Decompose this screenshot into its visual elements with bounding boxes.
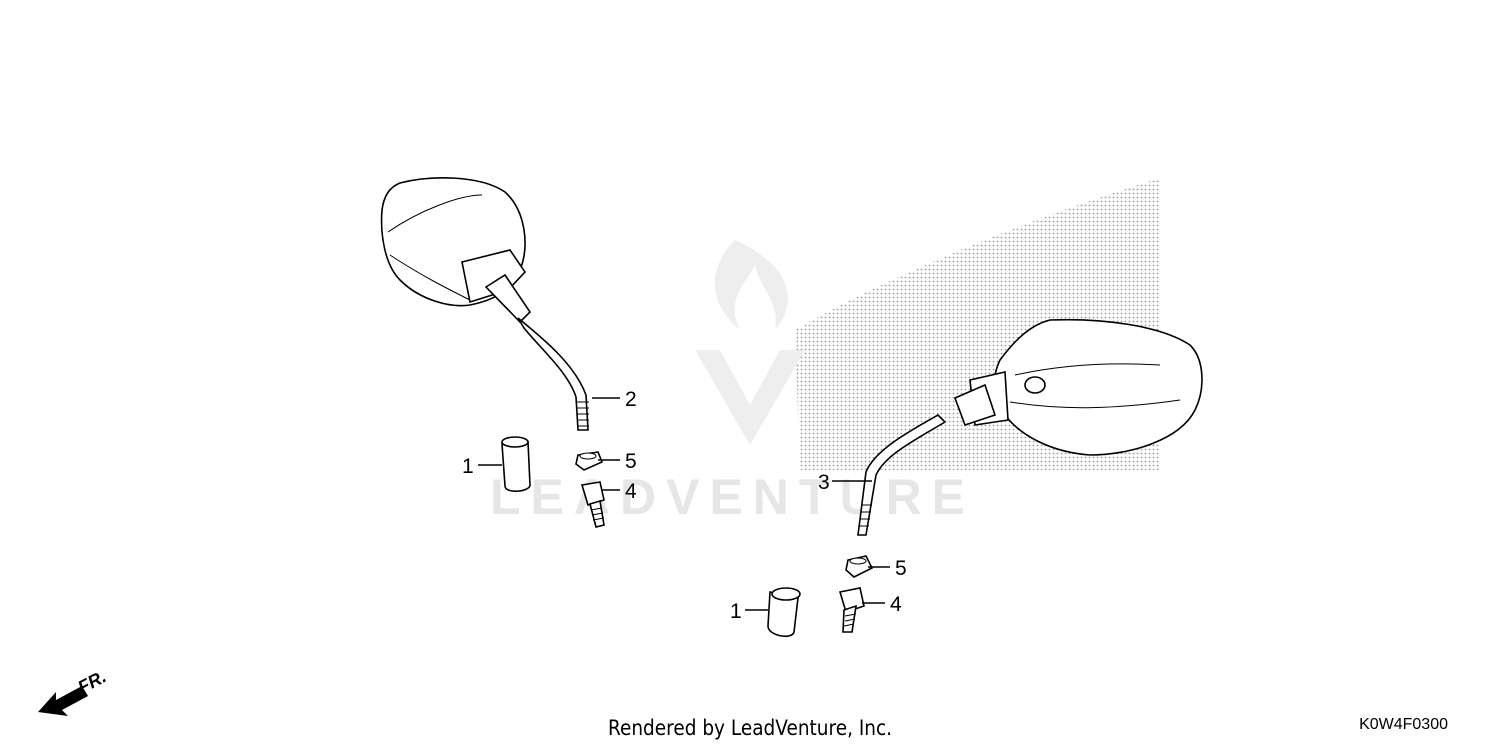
right-end-cap[interactable]: [767, 587, 801, 638]
right-nut[interactable]: [845, 555, 874, 578]
callout-4-left-bolt[interactable]: 4: [625, 480, 637, 503]
callout-2-left-mirror[interactable]: 2: [625, 388, 637, 411]
left-mirror[interactable]: [380, 177, 589, 431]
leadventure-watermark: LEADVENTURE: [490, 240, 975, 525]
callout-1-left-cap[interactable]: 1: [462, 455, 474, 478]
left-end-cap[interactable]: [501, 436, 531, 492]
callout-4-right-bolt[interactable]: 4: [890, 593, 902, 616]
footer-credit: Rendered by LeadVenture, Inc.: [607, 716, 893, 740]
callout-1-right-cap[interactable]: 1: [730, 600, 742, 623]
callout-3-right-mirror[interactable]: 3: [818, 471, 830, 494]
left-nut[interactable]: [575, 451, 604, 471]
callout-5-right-nut[interactable]: 5: [895, 557, 907, 580]
right-bolt[interactable]: [838, 587, 865, 633]
front-direction-arrow: FR.: [38, 666, 109, 716]
left-bolt[interactable]: [580, 481, 605, 528]
right-mirror[interactable]: [857, 318, 1203, 536]
watermark-text: LEADVENTURE: [490, 469, 975, 525]
callout-5-left-nut[interactable]: 5: [625, 450, 637, 473]
leader-lines: [478, 397, 890, 611]
diagram-code: K0W4F0300: [1359, 716, 1448, 733]
